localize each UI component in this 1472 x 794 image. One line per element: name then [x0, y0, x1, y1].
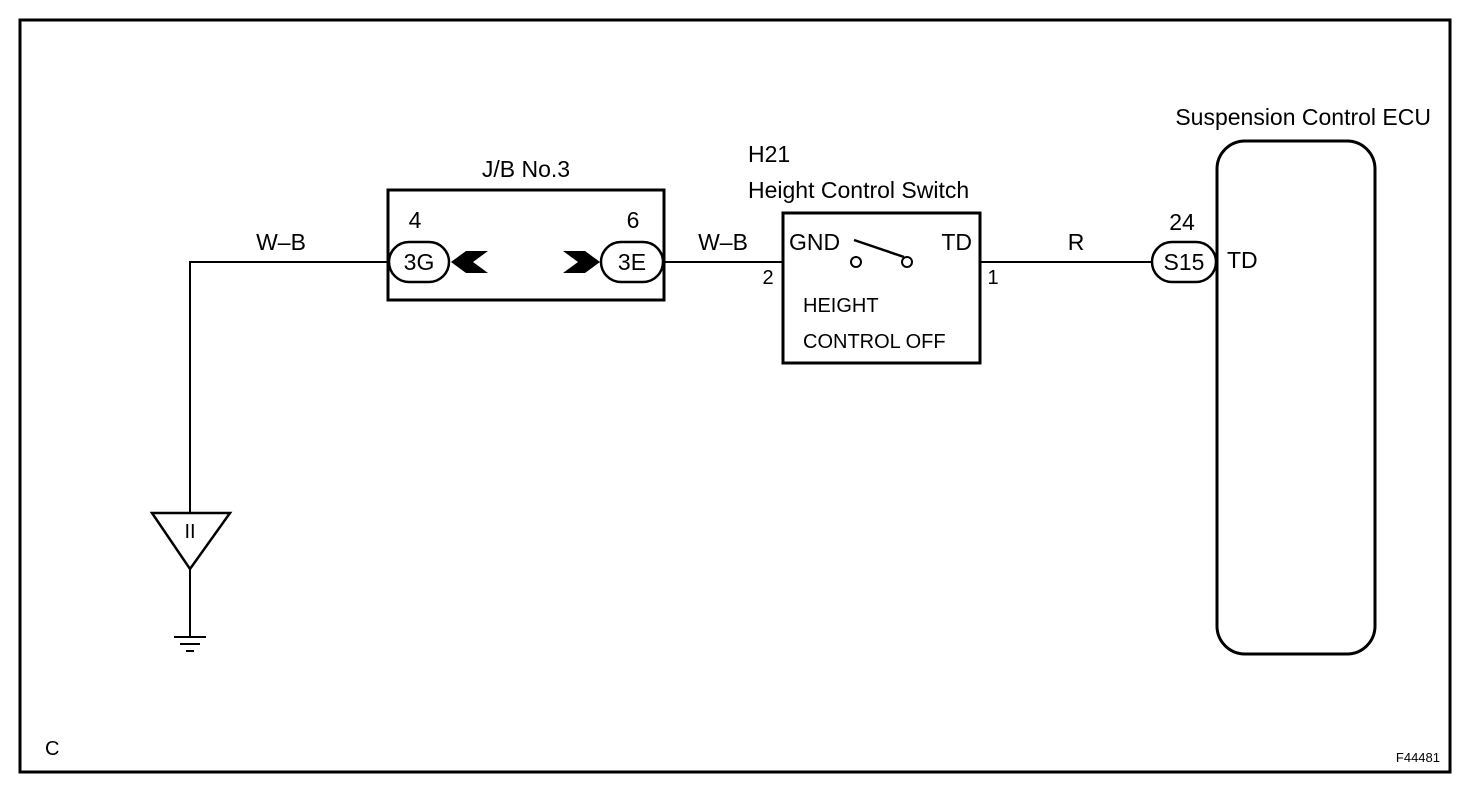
ground-point-triangle	[149, 511, 233, 572]
connector-s15-label: S15	[1164, 249, 1205, 275]
suspension-control-ecu	[1215, 139, 1377, 656]
connector-s15	[1150, 240, 1218, 284]
switch-code: H21	[748, 141, 790, 167]
jb-switch-wire-color: W–B	[698, 229, 748, 255]
switch-contact-icon	[850, 238, 913, 268]
switch-pin-left: 2	[762, 267, 773, 289]
switch-pin-right: 1	[987, 267, 998, 289]
frame-letter: C	[45, 738, 59, 760]
connector-3e-arrow-icon	[563, 251, 600, 273]
height-control-switch	[781, 211, 982, 365]
switch-caption-line1: HEIGHT	[803, 295, 879, 317]
connector-3e	[599, 240, 665, 284]
switch-caption-line2: CONTROL OFF	[803, 331, 946, 353]
connector-3e-label: 3E	[618, 249, 646, 275]
switch-gnd-label: GND	[789, 229, 840, 255]
ecu-pin-number: 24	[1169, 209, 1195, 235]
ground-wire-color: W–B	[256, 229, 306, 255]
switch-name: Height Control Switch	[748, 177, 969, 203]
jb-right-pin-number: 6	[627, 207, 640, 233]
connector-3g-arrow-icon	[451, 251, 488, 273]
ecu-terminal-label: TD	[1227, 247, 1258, 273]
junction-block-title: J/B No.3	[482, 156, 570, 182]
ground-wire	[189, 261, 389, 513]
diagram-frame	[18, 18, 1452, 774]
ecu-name: Suspension Control ECU	[1175, 104, 1431, 130]
switch-td-label: TD	[941, 229, 972, 255]
ground-icon	[174, 636, 206, 652]
figure-code: F44481	[1396, 750, 1440, 765]
jb-left-pin-number: 4	[409, 207, 422, 233]
connector-3g-label: 3G	[404, 249, 435, 275]
connector-3g	[387, 240, 451, 284]
ground-point-label: II	[184, 521, 195, 543]
switch-ecu-wire-color: R	[1068, 229, 1085, 255]
